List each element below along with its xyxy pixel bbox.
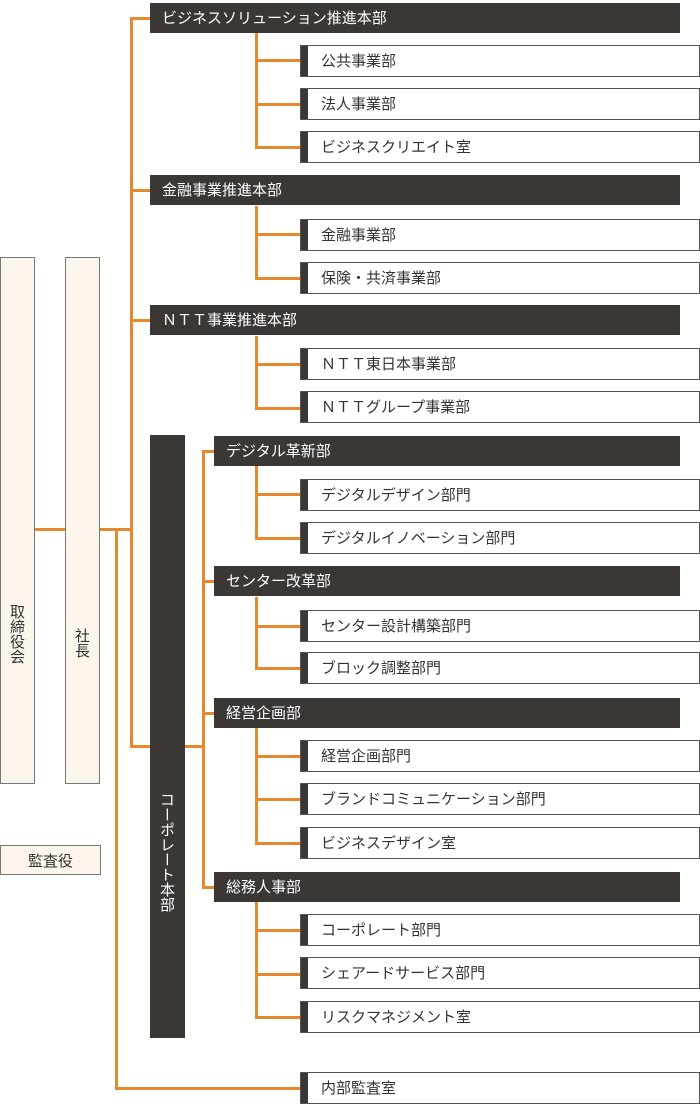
corporate-unit: 経営企画部門: [300, 740, 700, 772]
connector-cd3-h3: [255, 842, 300, 845]
division-unit: ビジネスクリエイト室: [300, 131, 700, 163]
connector-cd2-h1: [255, 625, 300, 628]
corporate-unit: ブランドコミュニケーション部門: [300, 783, 700, 815]
connector-div3-h2: [255, 407, 300, 410]
division-header: 金融事業推進本部: [150, 175, 680, 205]
corporate-unit: センター設計構築部門: [300, 610, 700, 642]
connector-h-audit: [115, 1087, 300, 1090]
board-box: 取締役会: [0, 257, 35, 784]
connector-cd4-h1: [255, 929, 300, 932]
connector-corp-h1: [202, 450, 214, 453]
corporate-division-header: 経営企画部: [214, 698, 680, 728]
internal-audit-box: 内部監査室: [300, 1072, 700, 1104]
connector-cd4-vertical: [255, 902, 258, 1019]
connector-cd3-h1: [255, 755, 300, 758]
corporate-hq-label: コーポレート本部: [158, 791, 176, 912]
division-unit: ＮＴＴグループ事業部: [300, 391, 700, 423]
corporate-unit: デジタルイノベーション部門: [300, 522, 700, 554]
connector-cd3-vertical: [255, 728, 258, 845]
connector-cd3-h2: [255, 798, 300, 801]
connector-div3-vertical: [255, 336, 258, 410]
connector-div2-vertical: [255, 206, 258, 280]
auditor-box: 監査役: [0, 845, 101, 875]
connector-audit-vertical: [115, 528, 118, 1090]
corporate-unit: ブロック調整部門: [300, 652, 700, 684]
connector-div1-vertical: [255, 32, 258, 149]
connector-h-div2: [130, 189, 150, 192]
connector-div1-h2: [255, 103, 300, 106]
connector-cd1-h1: [255, 493, 300, 496]
connector-board-president: [34, 528, 66, 531]
connector-cd2-vertical: [255, 597, 258, 670]
connector-cd4-h3: [255, 1016, 300, 1019]
corporate-unit: シェアードサービス部門: [300, 957, 700, 989]
board-label: 取締役会: [8, 603, 26, 664]
division-header: ビジネスソリューション推進本部: [150, 3, 680, 33]
division-unit: 保険・共済事業部: [300, 262, 700, 294]
connector-cd2-h2: [255, 667, 300, 670]
corporate-unit: デジタルデザイン部門: [300, 479, 700, 511]
corporate-unit: リスクマネジメント室: [300, 1001, 700, 1033]
connector-cd4-h2: [255, 973, 300, 976]
division-header: ＮＴＴ事業推進本部: [150, 305, 680, 335]
connector-corp-h3: [202, 712, 214, 715]
corporate-division-header: デジタル革新部: [214, 436, 680, 466]
connector-cd1-h2: [255, 537, 300, 540]
division-unit: ＮＴＴ東日本事業部: [300, 348, 700, 380]
connector-h-div3: [130, 319, 150, 322]
connector-div2-h2: [255, 277, 300, 280]
connector-main-vertical: [130, 18, 133, 748]
connector-h-corp: [130, 745, 150, 748]
corporate-division-header: 総務人事部: [214, 872, 680, 902]
connector-div3-h1: [255, 363, 300, 366]
division-unit: 公共事業部: [300, 45, 700, 77]
corporate-hq-box: コーポレート本部: [150, 435, 185, 1038]
division-unit: 金融事業部: [300, 219, 700, 251]
president-label: 社長: [73, 627, 91, 658]
connector-div2-h1: [255, 233, 300, 236]
corporate-unit: ビジネスデザイン室: [300, 827, 700, 859]
connector-h-div1: [130, 17, 150, 20]
corporate-division-header: センター改革部: [214, 566, 680, 596]
connector-corp-vertical: [202, 451, 205, 889]
connector-corp-h2: [202, 580, 214, 583]
division-unit: 法人事業部: [300, 88, 700, 120]
connector-div1-h1: [255, 59, 300, 62]
connector-corp-h4: [202, 886, 214, 889]
connector-cd1-vertical: [255, 466, 258, 540]
president-box: 社長: [65, 257, 100, 784]
connector-div1-h3: [255, 146, 300, 149]
connector-corp-h: [184, 745, 204, 748]
corporate-unit: コーポレート部門: [300, 914, 700, 946]
